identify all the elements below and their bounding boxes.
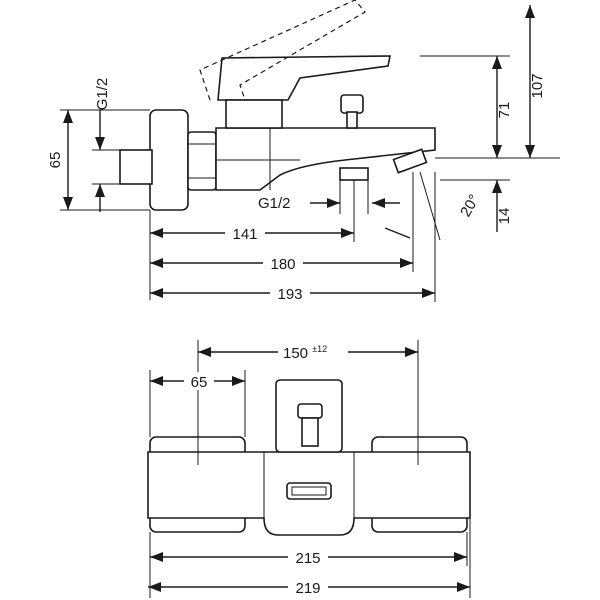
dim-depth-total: 193 xyxy=(277,286,302,303)
lever-handle xyxy=(217,55,391,101)
front-view: 150 ±12 65 215 219 xyxy=(147,340,471,598)
spout-aerator xyxy=(392,148,428,174)
lever-raised-outline xyxy=(199,0,366,101)
dim-height-total: 107 xyxy=(529,73,546,98)
dim-depth-spout: 180 xyxy=(270,256,295,273)
front-aerator xyxy=(286,482,332,500)
side-view: 107 71 14 20° 65 G1/2 xyxy=(47,0,560,303)
connection-nut xyxy=(187,131,217,191)
dim-body-width: 215 xyxy=(295,550,320,567)
dim-centers: 150 ±12 xyxy=(283,344,327,362)
inlet-pipe xyxy=(119,149,153,185)
dim-overall-width: 219 xyxy=(295,580,320,597)
dim-inlet-width: 65 xyxy=(191,374,208,391)
dim-centers-tolerance: ±12 xyxy=(312,344,327,354)
dim-depth-outlet: 141 xyxy=(232,226,257,243)
dim-height-outlet: 14 xyxy=(496,208,513,225)
dim-height-spout: 71 xyxy=(496,102,513,119)
dim-inlet-spacing: 65 xyxy=(47,152,64,169)
dim-thread-outlet: G1/2 xyxy=(258,195,291,212)
front-diverter-knob xyxy=(297,403,323,419)
dim-centers-value: 150 xyxy=(283,345,308,362)
diverter-knob xyxy=(340,94,364,114)
dim-spout-angle: 20° xyxy=(457,192,483,220)
wall-flange xyxy=(149,109,189,211)
dim-thread-inlet: G1/2 xyxy=(94,78,111,111)
bottom-outlet xyxy=(339,167,369,181)
mixer-body xyxy=(215,127,436,191)
